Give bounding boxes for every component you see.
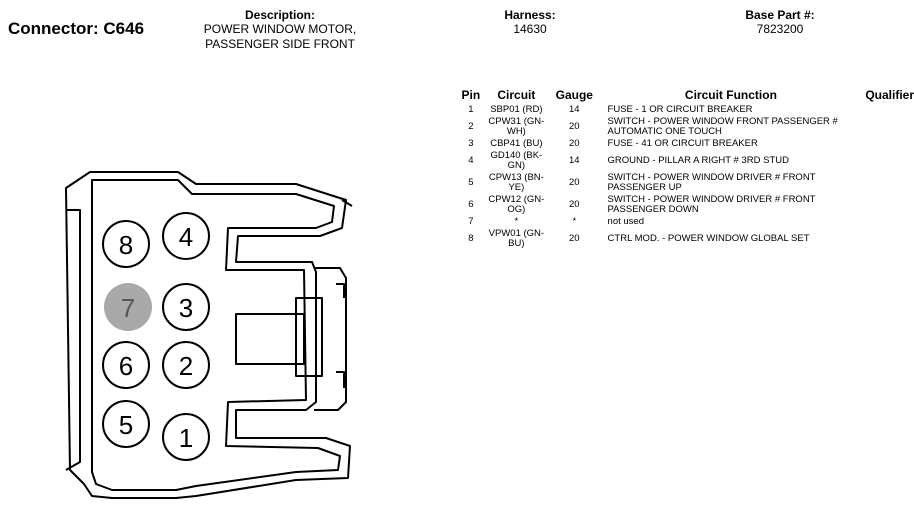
row-pin: 5 — [468, 177, 474, 188]
connector-outer-shell — [65, 171, 351, 499]
pin-cavity-8 — [102, 220, 150, 268]
description-line-2: PASSENGER SIDE FRONT — [205, 37, 355, 51]
harness-block: Harness: 14630 — [470, 8, 590, 37]
row-pin: 6 — [468, 199, 474, 210]
table-row: 8 VPW01 (GN-BU) 20 CTRL MOD. - POWER WIN… — [456, 228, 914, 250]
header-pin: Pin — [461, 88, 481, 102]
row-function: FUSE - 1 OR CIRCUIT BREAKER — [607, 104, 753, 115]
pin-cavity-1 — [162, 413, 210, 461]
row-function: SWITCH - POWER WINDOW FRONT PASSENGER # … — [607, 116, 838, 137]
row-pin: 3 — [468, 138, 474, 149]
row-circuit: CPW31 (GN-WH) — [488, 116, 545, 137]
pin-label-6: 6 — [119, 351, 133, 381]
row-gauge: 20 — [569, 121, 580, 132]
pin-cavity-5 — [102, 400, 150, 448]
row-function: SWITCH - POWER WINDOW DRIVER # FRONT PAS… — [607, 172, 816, 193]
row-circuit: CBP41 (BU) — [490, 138, 543, 149]
row-pin: 4 — [468, 155, 474, 166]
row-function: SWITCH - POWER WINDOW DRIVER # FRONT PAS… — [607, 194, 816, 215]
base-part-block: Base Part #: 7823200 — [720, 8, 840, 37]
header-function: Circuit Function — [684, 88, 777, 102]
table-row: 3 CBP41 (BU) 20 FUSE - 41 OR CIRCUIT BRE… — [456, 138, 914, 150]
pin-cavity-2 — [162, 341, 210, 389]
row-function: CTRL MOD. - POWER WINDOW GLOBAL SET — [607, 233, 810, 244]
table-row: 7 * * not used — [456, 216, 914, 228]
connector-center-rib — [235, 313, 305, 365]
row-gauge: 20 — [569, 199, 580, 210]
connector-inner-shell — [91, 179, 341, 491]
row-function: FUSE - 41 OR CIRCUIT BREAKER — [607, 138, 758, 149]
table-row: 1 SBP01 (RD) 14 FUSE - 1 OR CIRCUIT BREA… — [456, 104, 914, 116]
description-label: Description: — [244, 8, 315, 22]
row-function: not used — [607, 216, 644, 227]
harness-label: Harness: — [504, 8, 556, 22]
row-qualifier — [854, 138, 914, 150]
table-row: 6 CPW12 (GN-OG) 20 SWITCH - POWER WINDOW… — [456, 194, 914, 216]
pin-label-3: 3 — [179, 293, 193, 323]
row-qualifier — [854, 172, 914, 194]
header-qualifier: Qualifier — [865, 88, 914, 102]
connector-right-latch — [295, 297, 323, 377]
pin-label-8: 8 — [119, 230, 133, 260]
row-qualifier — [854, 194, 914, 216]
pin-label-5: 5 — [119, 410, 133, 440]
connector-face-diagram: 8 4 7 3 6 2 5 1 — [65, 171, 353, 499]
pin-cavity-6 — [102, 341, 150, 389]
row-gauge: 14 — [569, 104, 580, 115]
table-row: 2 CPW31 (GN-WH) 20 SWITCH - POWER WINDOW… — [456, 116, 914, 138]
description-line-1: POWER WINDOW MOTOR, — [203, 22, 357, 36]
row-pin: 1 — [468, 104, 474, 115]
row-gauge: 20 — [569, 177, 580, 188]
row-qualifier — [854, 116, 914, 138]
row-circuit: CPW13 (BN-YE) — [488, 172, 544, 193]
pin-cavity-4 — [162, 212, 210, 260]
row-qualifier — [854, 104, 914, 116]
pin-label-4: 4 — [179, 222, 193, 252]
header-circuit: Circuit — [497, 88, 536, 102]
pin-table: Pin Circuit Gauge Circuit Function Quali… — [456, 86, 914, 250]
pin-label-1: 1 — [179, 423, 193, 453]
base-part-label: Base Part #: — [745, 8, 815, 22]
pin-cavity-7 — [104, 283, 152, 331]
row-pin: 7 — [468, 216, 474, 227]
pin-table-header: Pin Circuit Gauge Circuit Function Quali… — [456, 86, 914, 104]
row-gauge: 14 — [569, 155, 580, 166]
row-gauge: * — [572, 216, 577, 227]
row-gauge: 20 — [569, 233, 580, 244]
pin-label-7: 7 — [121, 293, 135, 323]
connector-latch-detail — [314, 267, 347, 411]
description-block: Description: POWER WINDOW MOTOR, PASSENG… — [180, 8, 380, 52]
connector-latch-step — [336, 283, 345, 388]
row-qualifier — [854, 150, 914, 172]
table-row: 5 CPW13 (BN-YE) 20 SWITCH - POWER WINDOW… — [456, 172, 914, 194]
row-gauge: 20 — [569, 138, 580, 149]
row-pin: 2 — [468, 121, 474, 132]
row-circuit: CPW12 (GN-OG) — [488, 194, 545, 215]
row-qualifier — [854, 216, 914, 228]
base-part-value: 7823200 — [756, 22, 804, 36]
header-gauge: Gauge — [555, 88, 593, 102]
connector-left-latch — [65, 209, 81, 471]
row-circuit: SBP01 (RD) — [490, 104, 543, 115]
row-function: GROUND - PILLAR A RIGHT # 3RD STUD — [607, 155, 789, 166]
row-circuit: * — [514, 216, 519, 227]
table-row: 4 GD140 (BK-GN) 14 GROUND - PILLAR A RIG… — [456, 150, 914, 172]
pin-label-2: 2 — [179, 351, 193, 381]
row-circuit: GD140 (BK-GN) — [490, 150, 543, 171]
row-pin: 8 — [468, 233, 474, 244]
connector-top-lip — [341, 199, 353, 207]
pin-cavity-3 — [162, 283, 210, 331]
connector-title: Connector: C646 — [8, 19, 145, 38]
harness-value: 14630 — [513, 22, 547, 36]
row-qualifier — [854, 228, 914, 250]
row-circuit: VPW01 (GN-BU) — [488, 228, 545, 249]
